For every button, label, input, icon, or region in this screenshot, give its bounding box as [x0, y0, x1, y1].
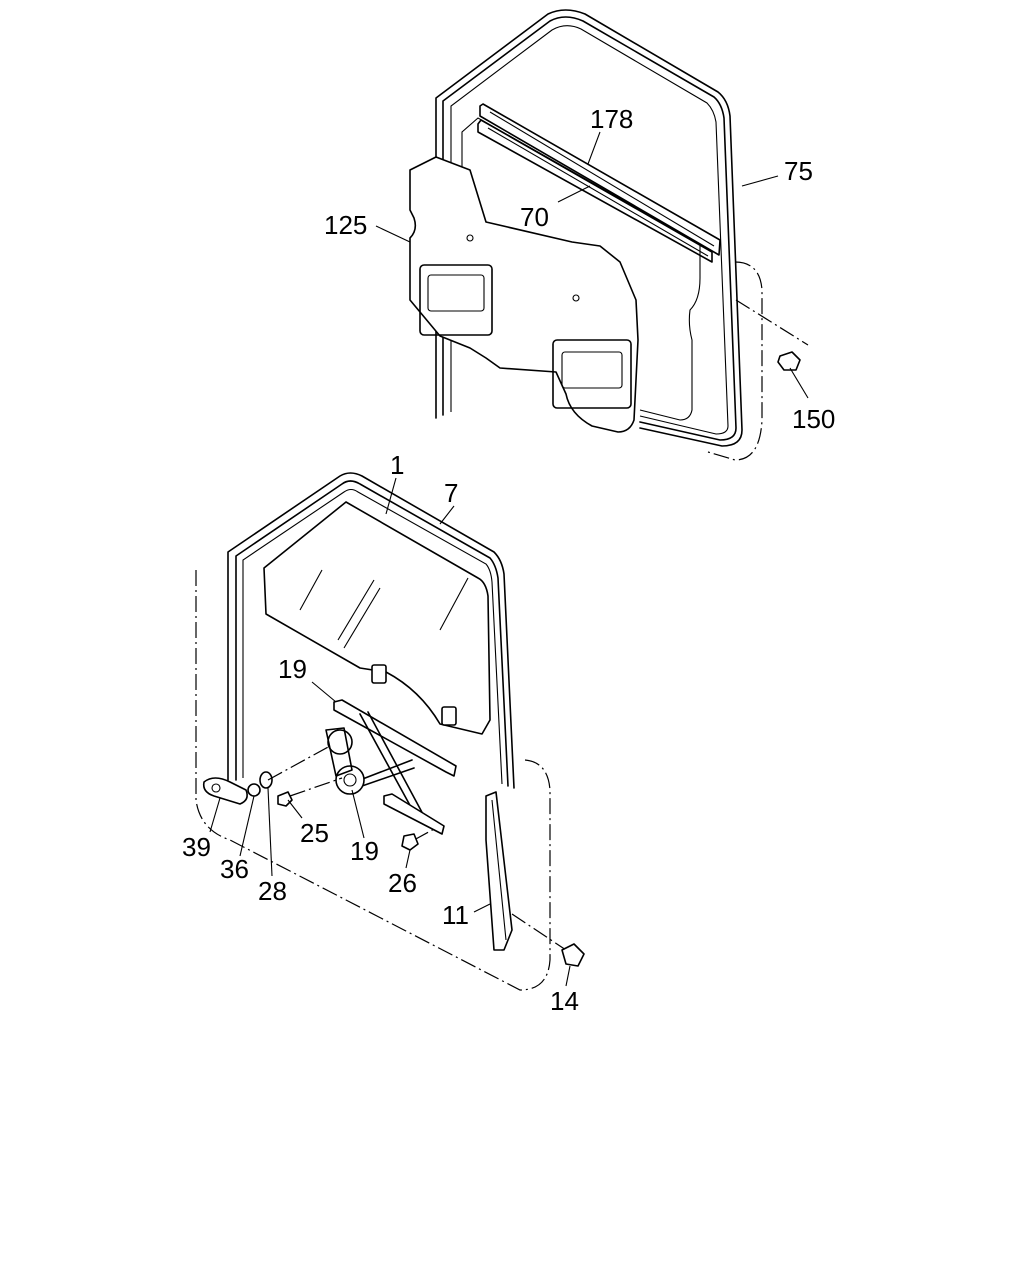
clip-150 — [777, 351, 801, 371]
callout-19-top: 19 — [278, 654, 307, 684]
callout-26: 26 — [388, 868, 417, 898]
lower-door-shell — [195, 570, 551, 991]
callout-28: 28 — [258, 876, 287, 906]
sealing-panel-125 — [409, 156, 639, 433]
callout-19-bottom: 19 — [350, 836, 379, 866]
window-glass-1 — [263, 501, 491, 735]
leader-lines — [209, 131, 809, 987]
handle-39 — [202, 777, 248, 805]
panel-opening-right — [552, 339, 632, 409]
lower-door-assembly — [195, 472, 585, 991]
weatherstrip-75 — [435, 9, 743, 447]
callout-178: 178 — [590, 104, 633, 134]
callout-11: 11 — [442, 900, 469, 930]
panel-opening-left — [419, 264, 493, 336]
window-frame-7 — [227, 472, 515, 789]
upper-inner-opening — [461, 117, 701, 421]
callout-125: 125 — [324, 210, 367, 240]
washer-28 — [259, 771, 273, 789]
bolt-14 — [561, 943, 585, 967]
bolt-25 — [277, 791, 293, 807]
callout-1: 1 — [390, 450, 404, 480]
nut-26 — [401, 833, 419, 851]
callout-14: 14 — [550, 986, 579, 1016]
callout-25: 25 — [300, 818, 329, 848]
upper-door-shell — [707, 261, 763, 461]
callout-150: 150 — [792, 404, 835, 434]
upper-door-assembly — [409, 9, 809, 461]
callout-7: 7 — [444, 478, 458, 508]
callout-39: 39 — [182, 832, 211, 862]
callout-36: 36 — [220, 854, 249, 884]
washer-36 — [247, 783, 261, 797]
window-regulator-19 — [325, 699, 457, 835]
glass-run-channel — [477, 103, 721, 263]
callout-75: 75 — [784, 156, 813, 186]
callout-70: 70 — [520, 202, 549, 232]
